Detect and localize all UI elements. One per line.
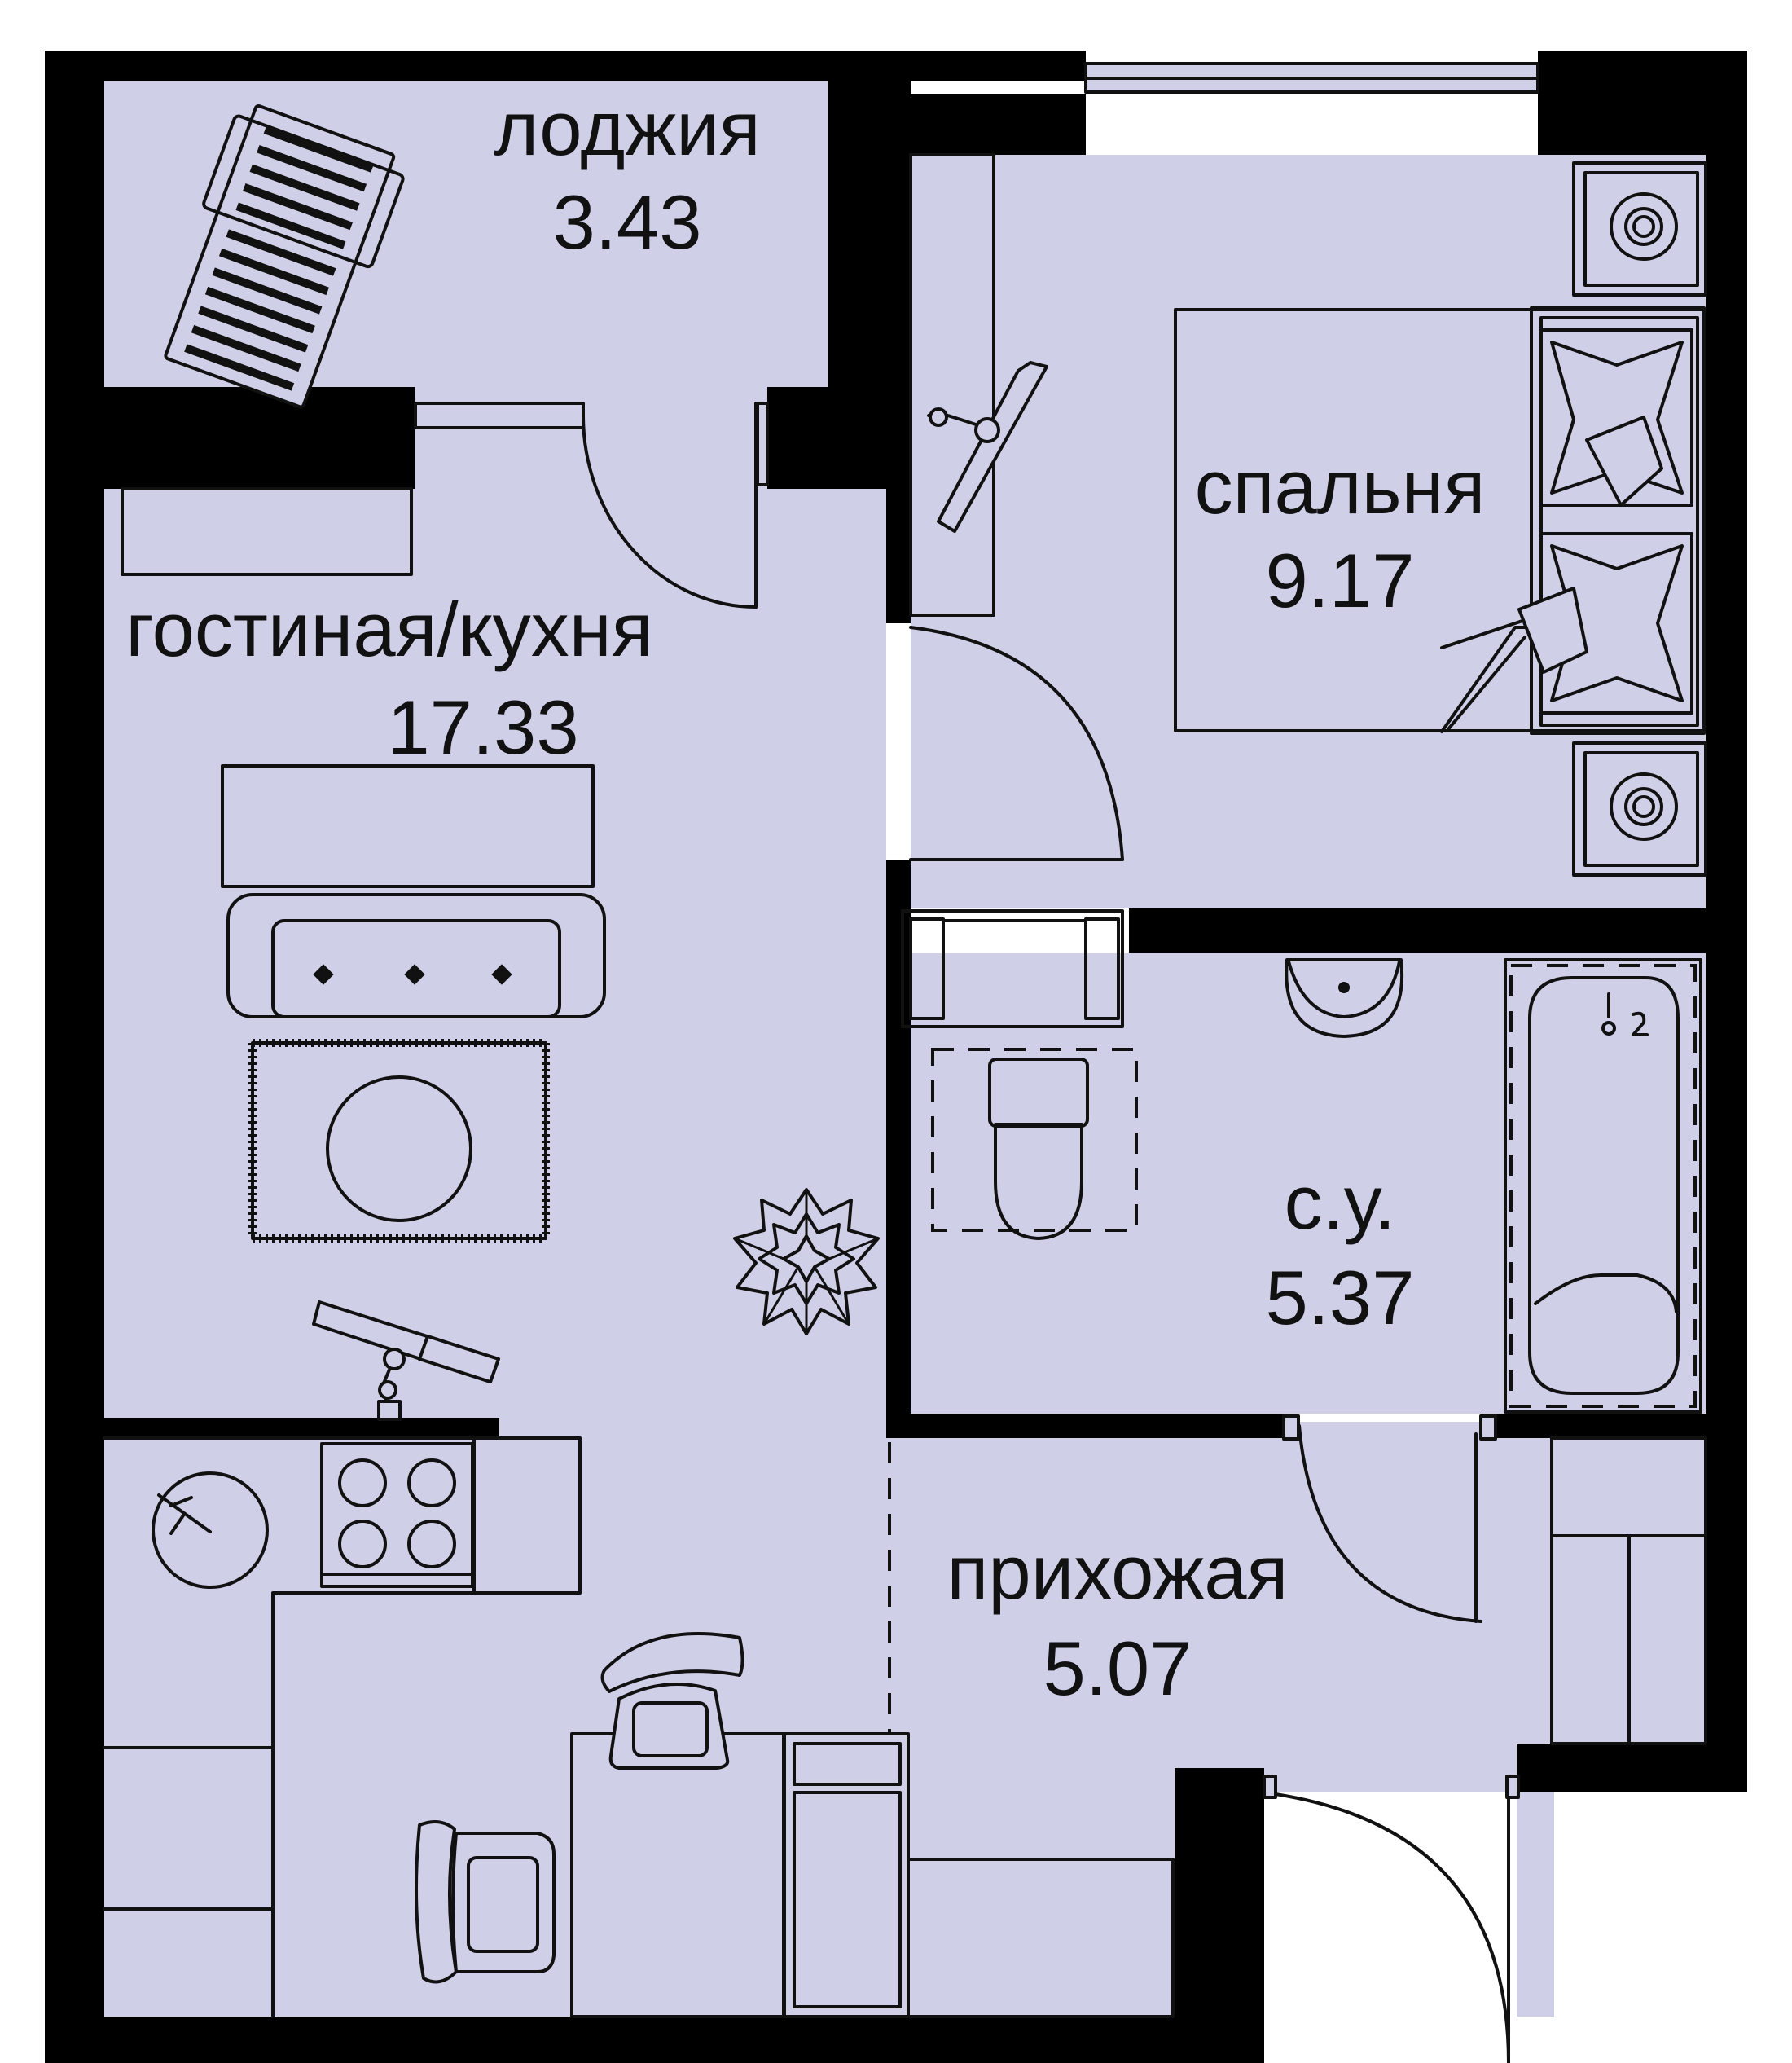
wall-loggia-bottom-right bbox=[767, 387, 911, 489]
wall-bed-bath bbox=[1129, 908, 1706, 953]
nightstand-icon bbox=[1572, 161, 1707, 297]
wall-outer-right bbox=[1706, 51, 1747, 1745]
pillow-icon bbox=[1539, 328, 1693, 507]
room-name-hallway: прихожая bbox=[947, 1529, 1289, 1615]
bedroom-door-swing-icon bbox=[909, 626, 1124, 861]
sink-icon bbox=[152, 1471, 269, 1589]
wall-kitchen-divider bbox=[104, 1418, 499, 1438]
living-kitchen-floor bbox=[104, 485, 886, 2017]
wardrobe-icon bbox=[1550, 1436, 1707, 1745]
room-area-loggia: 3.43 bbox=[553, 179, 702, 265]
wall-bath-bottom-left bbox=[886, 1414, 1284, 1438]
stove-icon bbox=[320, 1442, 474, 1588]
wall-bedroom-top-left bbox=[911, 94, 1086, 155]
loggia-door-swing-icon bbox=[414, 402, 769, 609]
wall-outer-bottom bbox=[45, 2017, 1254, 2063]
rug-icon bbox=[248, 1039, 550, 1243]
bed-icon bbox=[1174, 306, 1706, 735]
shoe-cabinet-icon bbox=[783, 1732, 1175, 2018]
chair-icon bbox=[415, 1820, 556, 1984]
room-area-bedroom: 9.17 bbox=[1266, 538, 1415, 623]
washbasin-icon bbox=[1285, 958, 1404, 1038]
bathtub-icon bbox=[1504, 958, 1702, 1414]
kitchen-lamp-icon bbox=[312, 1300, 500, 1421]
room-labels: лоджия 3.43 гостиная/кухня 17.33 спальня… bbox=[125, 86, 1485, 1711]
wall-entrance-right bbox=[1517, 1744, 1747, 1792]
room-name-bathroom: с.у. bbox=[1285, 1159, 1396, 1245]
wall-outer-left bbox=[45, 51, 104, 2063]
living-shelf bbox=[121, 487, 413, 576]
plant-icon bbox=[733, 1188, 880, 1335]
toilet-icon bbox=[931, 1048, 1138, 1240]
bathroom-door-swing-icon bbox=[1282, 1414, 1497, 1623]
pillow-icon bbox=[1517, 532, 1693, 715]
room-area-hallway: 5.07 bbox=[1043, 1625, 1192, 1711]
wall-bed-left bbox=[886, 489, 911, 623]
tv-stand bbox=[221, 764, 595, 888]
wall-entrance-left bbox=[1175, 1768, 1264, 2063]
chair-icon bbox=[600, 1632, 744, 1770]
wall-bath-bottom-right bbox=[1481, 1414, 1706, 1438]
wall-bed-bath-left bbox=[886, 860, 911, 1422]
wall-top-left bbox=[45, 51, 1086, 81]
wall-loggia-right bbox=[828, 51, 911, 155]
room-name-living-kitchen: гостиная/кухня bbox=[125, 587, 652, 672]
desk-lamp-icon bbox=[927, 361, 1048, 533]
nightstand-icon bbox=[1572, 741, 1707, 877]
room-name-bedroom: спальня bbox=[1195, 444, 1486, 530]
wardrobe-icon bbox=[909, 153, 995, 617]
room-area-living-kitchen: 17.33 bbox=[387, 684, 578, 770]
sun-lounger-icon bbox=[164, 103, 405, 409]
entrance-door-swing-icon bbox=[1263, 1775, 1520, 2063]
walls bbox=[45, 51, 1747, 2063]
room-area-bathroom: 5.37 bbox=[1266, 1255, 1415, 1340]
bathroom-floor bbox=[911, 953, 1706, 1414]
washing-unit-icon bbox=[901, 909, 1124, 1028]
room-name-loggia: лоджия bbox=[494, 86, 760, 171]
window-icon bbox=[1084, 62, 1539, 94]
sofa-icon bbox=[226, 893, 606, 1018]
wall-loggia-bottom-left bbox=[104, 387, 415, 489]
